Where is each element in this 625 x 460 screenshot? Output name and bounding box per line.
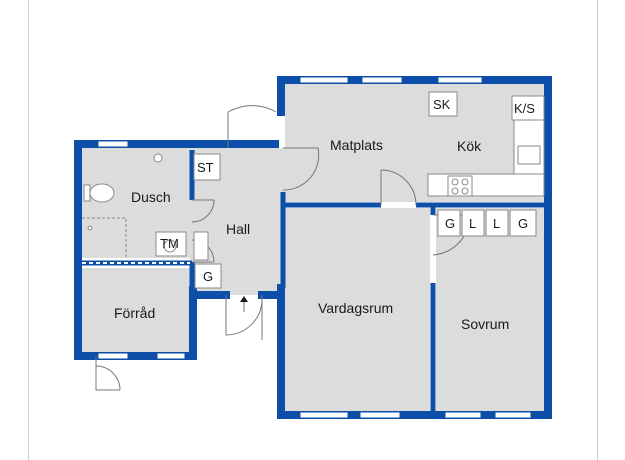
washing-machine-icon — [163, 239, 177, 253]
room-label-kok: Kök — [457, 138, 482, 154]
window-left-wing-top — [97, 140, 129, 148]
windows — [97, 76, 532, 419]
hall-cabinet — [193, 231, 209, 261]
window-left-wing-bottom-1 — [97, 352, 129, 360]
stove — [447, 175, 473, 197]
sink — [517, 145, 541, 165]
box-l1 — [461, 209, 485, 237]
shower-area — [82, 217, 127, 258]
window-top-2 — [361, 76, 403, 84]
window-left-wing-bottom-2 — [156, 352, 186, 360]
door-entry-bottom — [225, 295, 263, 340]
floors — [82, 84, 545, 412]
stove-burner-1 — [451, 178, 459, 186]
room-label-sovrum: Sovrum — [461, 316, 509, 332]
page-border-left — [28, 0, 29, 460]
tag-g2: G — [518, 216, 528, 231]
stove-top — [447, 175, 473, 197]
tag-st: ST — [197, 160, 214, 175]
kitchen-fixtures — [155, 91, 545, 289]
outer-walls — [74, 76, 552, 419]
box-ks — [511, 95, 545, 121]
tag-g-hall: G — [203, 269, 213, 284]
page-border-right — [597, 0, 598, 460]
window-bottom-4 — [494, 411, 532, 419]
box-l2 — [485, 209, 509, 237]
box-g-hall — [194, 263, 222, 289]
floor-sovrum — [436, 208, 544, 412]
tag-l1: L — [469, 216, 476, 231]
tag-g1: G — [445, 216, 455, 231]
door-hall-dusch — [191, 199, 215, 223]
tag-sk: SK — [433, 97, 451, 112]
door-entry-top — [227, 105, 277, 148]
box-g2 — [509, 209, 537, 237]
room-label-hall: Hall — [226, 221, 250, 237]
toilet-tank — [83, 184, 91, 202]
kitchen-counter-bottom — [427, 173, 545, 197]
stove-burner-4 — [461, 187, 469, 195]
window-top-3 — [437, 76, 483, 84]
box-sk — [428, 91, 458, 117]
room-label-matplats: Matplats — [330, 137, 383, 153]
box-st — [193, 153, 221, 181]
room-label-dusch: Dusch — [131, 189, 171, 205]
door-hall-kitchen — [282, 147, 320, 191]
stove-burner-3 — [451, 187, 459, 195]
window-bottom-1 — [299, 411, 349, 419]
floor-drain — [87, 225, 93, 231]
tag-l2: L — [493, 216, 500, 231]
entry-arrow — [240, 296, 248, 312]
toilet-bowl — [89, 183, 115, 203]
room-label-forrad: Förråd — [114, 305, 155, 321]
entry-arrow-head — [240, 296, 248, 302]
fixture-labels: SK K/S ST TM G G L L G — [160, 97, 535, 284]
bathroom-fixtures — [82, 153, 177, 258]
tag-ks: K/S — [514, 101, 535, 116]
room-label-vardagsrum: Vardagsrum — [318, 300, 393, 316]
floor-forrad — [82, 268, 190, 352]
box-g1 — [437, 209, 461, 237]
shower-drain — [153, 153, 163, 163]
tag-tm: TM — [160, 236, 179, 251]
floor-vardagsrum — [285, 208, 430, 412]
window-top-1 — [299, 76, 349, 84]
window-bottom-2 — [359, 411, 401, 419]
door-kitchen-vardag — [380, 169, 417, 206]
room-labels: Matplats Kök Dusch Hall Förråd Vardagsru… — [114, 137, 509, 332]
stove-burner-2 — [461, 178, 469, 186]
window-bottom-3 — [444, 411, 482, 419]
door-forrad-outside — [95, 356, 121, 391]
